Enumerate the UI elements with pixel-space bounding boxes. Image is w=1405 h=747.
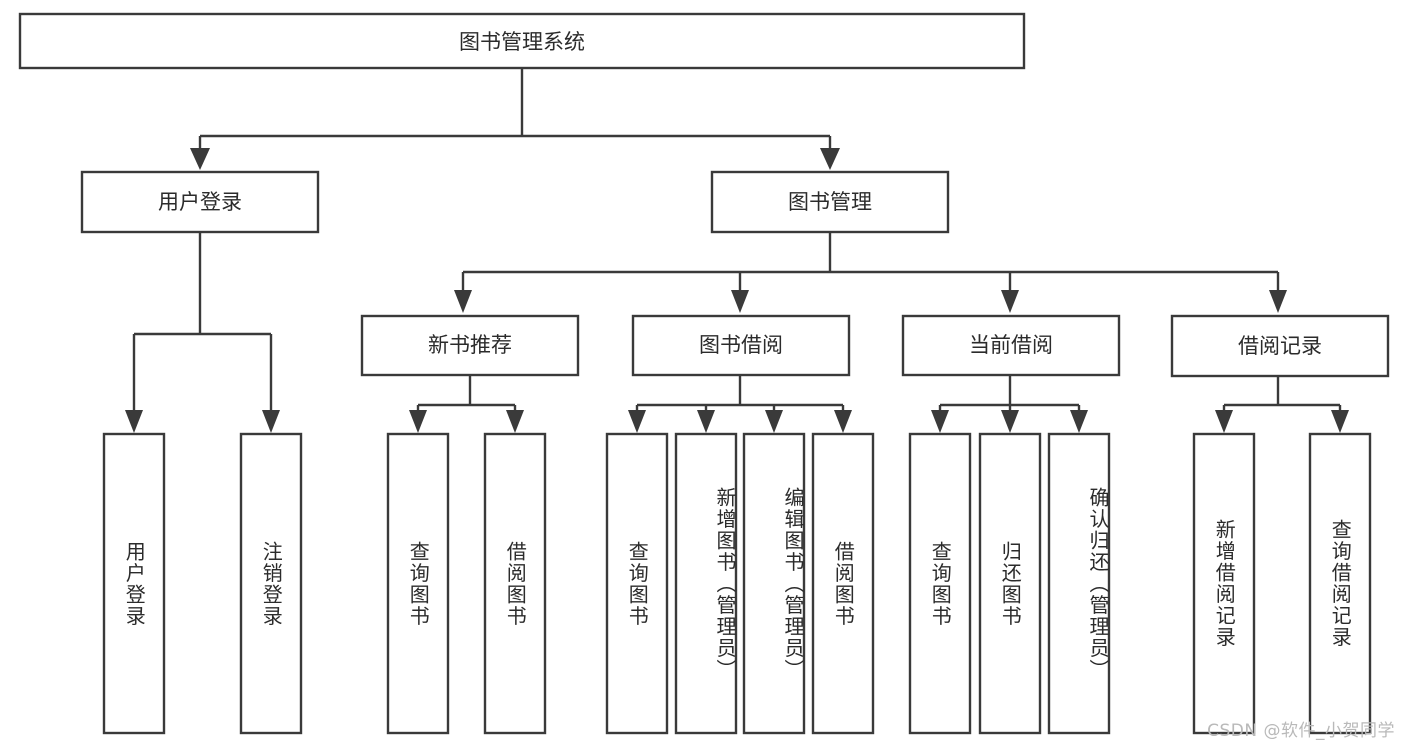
leaf-box-add-book[interactable] <box>674 432 738 735</box>
node-borrow-record[interactable]: 借阅记录 <box>1170 314 1390 378</box>
connector-group-current-borrow <box>931 375 1088 433</box>
node-borrow-record-label: 借阅记录 <box>1238 334 1322 358</box>
leaf-box-borrow-book-2[interactable] <box>811 432 875 735</box>
node-current-borrow-label: 当前借阅 <box>969 333 1053 357</box>
leaf-box-query-book-1[interactable] <box>386 432 450 735</box>
node-current-borrow-box[interactable] <box>901 314 1121 377</box>
node-new-book-recommend-label: 新书推荐 <box>428 333 512 357</box>
arrow-head-userlogin-1 <box>125 410 143 433</box>
leaf-box-query-book-2[interactable] <box>605 432 669 735</box>
node-book-management[interactable]: 图书管理 <box>710 170 950 234</box>
node-root-label: 图书管理系统 <box>459 30 585 54</box>
leaf-box-add-borrow-record[interactable] <box>1192 432 1256 735</box>
node-book-management-box[interactable] <box>710 170 950 234</box>
node-new-book-recommend[interactable]: 新书推荐 <box>360 314 580 377</box>
node-borrow-record-box[interactable] <box>1170 314 1390 378</box>
connector-group-new-book <box>409 375 524 433</box>
leaf-box-confirm-return[interactable] <box>1047 432 1111 735</box>
arrow-head-borrowrecord-2 <box>1331 410 1349 433</box>
arrow-head-borrow-4 <box>834 410 852 433</box>
arrow-head-borrow-2 <box>697 410 715 433</box>
arrow-head-newbook-1 <box>409 410 427 433</box>
node-user-login[interactable]: 用户登录 <box>80 170 320 234</box>
arrow-head-userlogin-2 <box>262 410 280 433</box>
leaf-box-borrow-book-1[interactable] <box>483 432 547 735</box>
node-user-login-label: 用户登录 <box>158 190 242 214</box>
connector-group-book-mgmt <box>454 233 1287 313</box>
arrow-head-bookmgmt-3 <box>1001 290 1019 313</box>
connector-group-root <box>190 68 840 170</box>
node-root[interactable]: 图书管理系统 <box>18 12 1026 70</box>
leaf-box-edit-book[interactable] <box>742 432 806 735</box>
leaf-boxes <box>102 432 1372 735</box>
node-new-book-recommend-box[interactable] <box>360 314 580 377</box>
arrow-head-root-2 <box>820 148 840 170</box>
leaf-box-query-book-3[interactable] <box>908 432 972 735</box>
arrow-head-bookmgmt-1 <box>454 290 472 313</box>
connector-group-borrow <box>628 375 852 433</box>
node-user-login-box[interactable] <box>80 170 320 234</box>
arrow-head-borrow-3 <box>765 410 783 433</box>
node-book-borrow[interactable]: 图书借阅 <box>631 314 851 377</box>
leaf-box-user-login[interactable] <box>102 432 166 735</box>
leaf-box-logout[interactable] <box>239 432 303 735</box>
arrow-head-currentborrow-1 <box>931 410 949 433</box>
arrow-head-borrowrecord-1 <box>1215 410 1233 433</box>
arrow-head-borrow-1 <box>628 410 646 433</box>
connector-group-user-login <box>125 232 280 433</box>
node-book-management-label: 图书管理 <box>788 190 872 214</box>
node-book-borrow-label: 图书借阅 <box>699 333 783 357</box>
arrow-head-bookmgmt-2 <box>731 290 749 313</box>
connector-group-borrow-record <box>1215 376 1349 433</box>
leaf-box-return-book[interactable] <box>978 432 1042 735</box>
arrow-head-bookmgmt-4 <box>1269 290 1287 313</box>
leaf-box-query-borrow-record[interactable] <box>1308 432 1372 735</box>
arrow-head-currentborrow-3 <box>1070 410 1088 433</box>
arrow-head-root-1 <box>190 148 210 170</box>
arrow-head-currentborrow-2 <box>1001 410 1019 433</box>
node-book-borrow-box[interactable] <box>631 314 851 377</box>
node-root-box[interactable] <box>18 12 1026 70</box>
node-current-borrow[interactable]: 当前借阅 <box>901 314 1121 377</box>
arrow-head-newbook-2 <box>506 410 524 433</box>
